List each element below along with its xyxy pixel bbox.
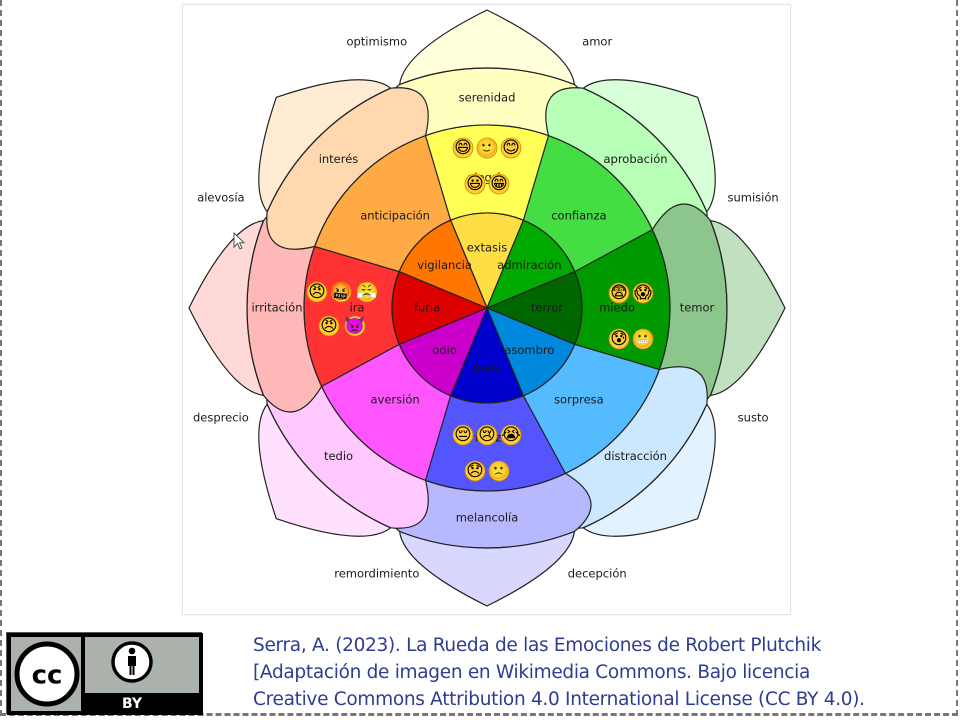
emoji-glyph: 😬 (632, 329, 653, 349)
emotion-label-inner: terror (531, 301, 564, 315)
emotion-label-outer: melancolía (456, 511, 519, 525)
petal-tip-segment (398, 9, 576, 86)
emoji-icon (356, 281, 378, 303)
emoji-icon (330, 281, 352, 303)
petal-tip-segment (582, 403, 716, 537)
petal-tip-segment (709, 219, 786, 397)
emoji-icon (318, 315, 340, 337)
emotion-label-outer: temor (680, 301, 715, 315)
credit-line: Creative Commons Attribution 4.0 Interna… (253, 689, 865, 710)
emoji-glyph: 🙂 (476, 138, 497, 158)
dyad-label: decepción (568, 567, 627, 581)
emoji-icon (344, 315, 366, 337)
dyad-label: desprecio (193, 411, 249, 425)
emoji-icon (632, 328, 654, 350)
cc-by-license-badge[interactable]: cc BY (6, 632, 203, 715)
emotion-label-middle: aversión (371, 392, 420, 406)
petal-tip-segment (582, 79, 716, 213)
emoji-cluster-alegria: 😄🙂😊 😃 😁 (452, 137, 522, 195)
emotion-label-middle: sorpresa (554, 392, 604, 406)
emoji-icon (608, 282, 630, 304)
emotion-label-middle: anticipación (360, 209, 430, 223)
emotion-label-outer: distracción (604, 449, 667, 463)
attribution-person-icon (111, 641, 153, 683)
emoji-glyph: 😢 (478, 425, 496, 445)
emoji-icon (488, 173, 510, 195)
cc-badge-text: cc (32, 661, 63, 691)
dyad-label: remordimiento (334, 567, 419, 581)
emotion-label-inner: extasis (467, 241, 507, 255)
emotion-label-inner: asombro (504, 343, 554, 357)
emotion-label-inner: furia (414, 301, 440, 315)
dyad-label: alevosía (197, 190, 244, 204)
dyad-label: sumisión (727, 190, 778, 204)
emotion-label-outer: serenidad (459, 91, 516, 105)
emoji-glyph: 🙁 (488, 461, 509, 481)
emoji-glyph: 😤 (356, 282, 377, 302)
emoji-glyph: 😊 (502, 138, 520, 158)
emotion-label-outer: aprobación (603, 152, 667, 166)
petal-anticipation-orange: vigilancia anticipación interés (258, 79, 489, 310)
emotion-label-inner: admiración (497, 258, 561, 272)
emotion-label-inner: odio (432, 343, 457, 357)
emoji-cluster-ira: 😠🤬😤😠👿 (306, 281, 378, 337)
emoji-glyph: 😄 (454, 138, 472, 158)
emoji-glyph: 😃 (466, 174, 484, 194)
petal-trust-green: admiración confianza aprobación (485, 79, 716, 310)
emoji-icon (464, 460, 486, 482)
emoji-cluster-tristeza: 😔 😢😭 😞🙁 (452, 424, 522, 482)
petal-tip-segment (258, 79, 392, 213)
emoji-glyph: 😁 (490, 174, 508, 194)
credit-line: [Adaptación de imagen en Wikimedia Commo… (253, 662, 810, 683)
emoji-icon (464, 173, 486, 195)
petal-fear-darkgreen: terror miedo temor (485, 203, 786, 413)
petal-anger-red: furia ira irritación (188, 203, 489, 413)
emoji-glyph: 😰 (610, 329, 628, 349)
emoji-icon (608, 328, 630, 350)
emoji-icon (500, 424, 522, 446)
emoji-glyph: 🤬 (330, 282, 351, 302)
emotion-label-outer: irritación (251, 301, 302, 315)
emotion-label-inner: vigilancia (417, 258, 472, 272)
credit-line: Serra, A. (2023). La Rueda de las Emocio… (253, 635, 822, 656)
petal-tip-segment (258, 403, 392, 537)
emoji-glyph: 😠 (320, 316, 338, 336)
petal-surprise-blue: asombro sorpresa distracción (485, 306, 716, 537)
emoji-glyph: 😞 (466, 461, 484, 481)
petal-tip-segment (398, 530, 576, 607)
emoji-glyph: 😠 (308, 282, 326, 302)
emoji-glyph: 😔 (454, 425, 472, 445)
image-credit: Serra, A. (2023). La Rueda de las Emocio… (253, 632, 953, 713)
emotion-label-outer: interés (319, 152, 359, 166)
mouse-cursor-icon (233, 232, 246, 250)
emoji-icon (632, 282, 654, 304)
emotion-label-inner: pena (473, 361, 502, 375)
emoji-icon (452, 137, 474, 159)
emoji-icon (488, 460, 510, 482)
petal-disgust-purple: odio aversión tedio (258, 306, 489, 537)
dyad-label: optimismo (346, 34, 407, 48)
emoji-glyph: 😱 (634, 283, 652, 303)
emoji-icon (476, 137, 498, 159)
emoji-icon (306, 281, 328, 303)
emoji-icon (452, 424, 474, 446)
emoji-cluster-miedo: 😨 😱 😰😬 (608, 282, 654, 350)
emotion-label-middle: confianza (551, 209, 606, 223)
emotion-label-middle: ira (350, 301, 365, 315)
emotion-label-middle: miedo (599, 301, 635, 315)
emoji-glyph: 👿 (344, 316, 365, 336)
dyad-label: susto (738, 411, 769, 425)
emoji-icon (500, 137, 522, 159)
emotion-label-outer: tedio (324, 449, 353, 463)
emoji-glyph: 😭 (501, 425, 521, 445)
by-badge-text: BY (122, 696, 143, 712)
emoji-glyph: 😨 (610, 283, 628, 303)
creative-commons-icon (14, 641, 80, 707)
emoji-icon (476, 424, 498, 446)
dyad-label: amor (582, 34, 612, 48)
